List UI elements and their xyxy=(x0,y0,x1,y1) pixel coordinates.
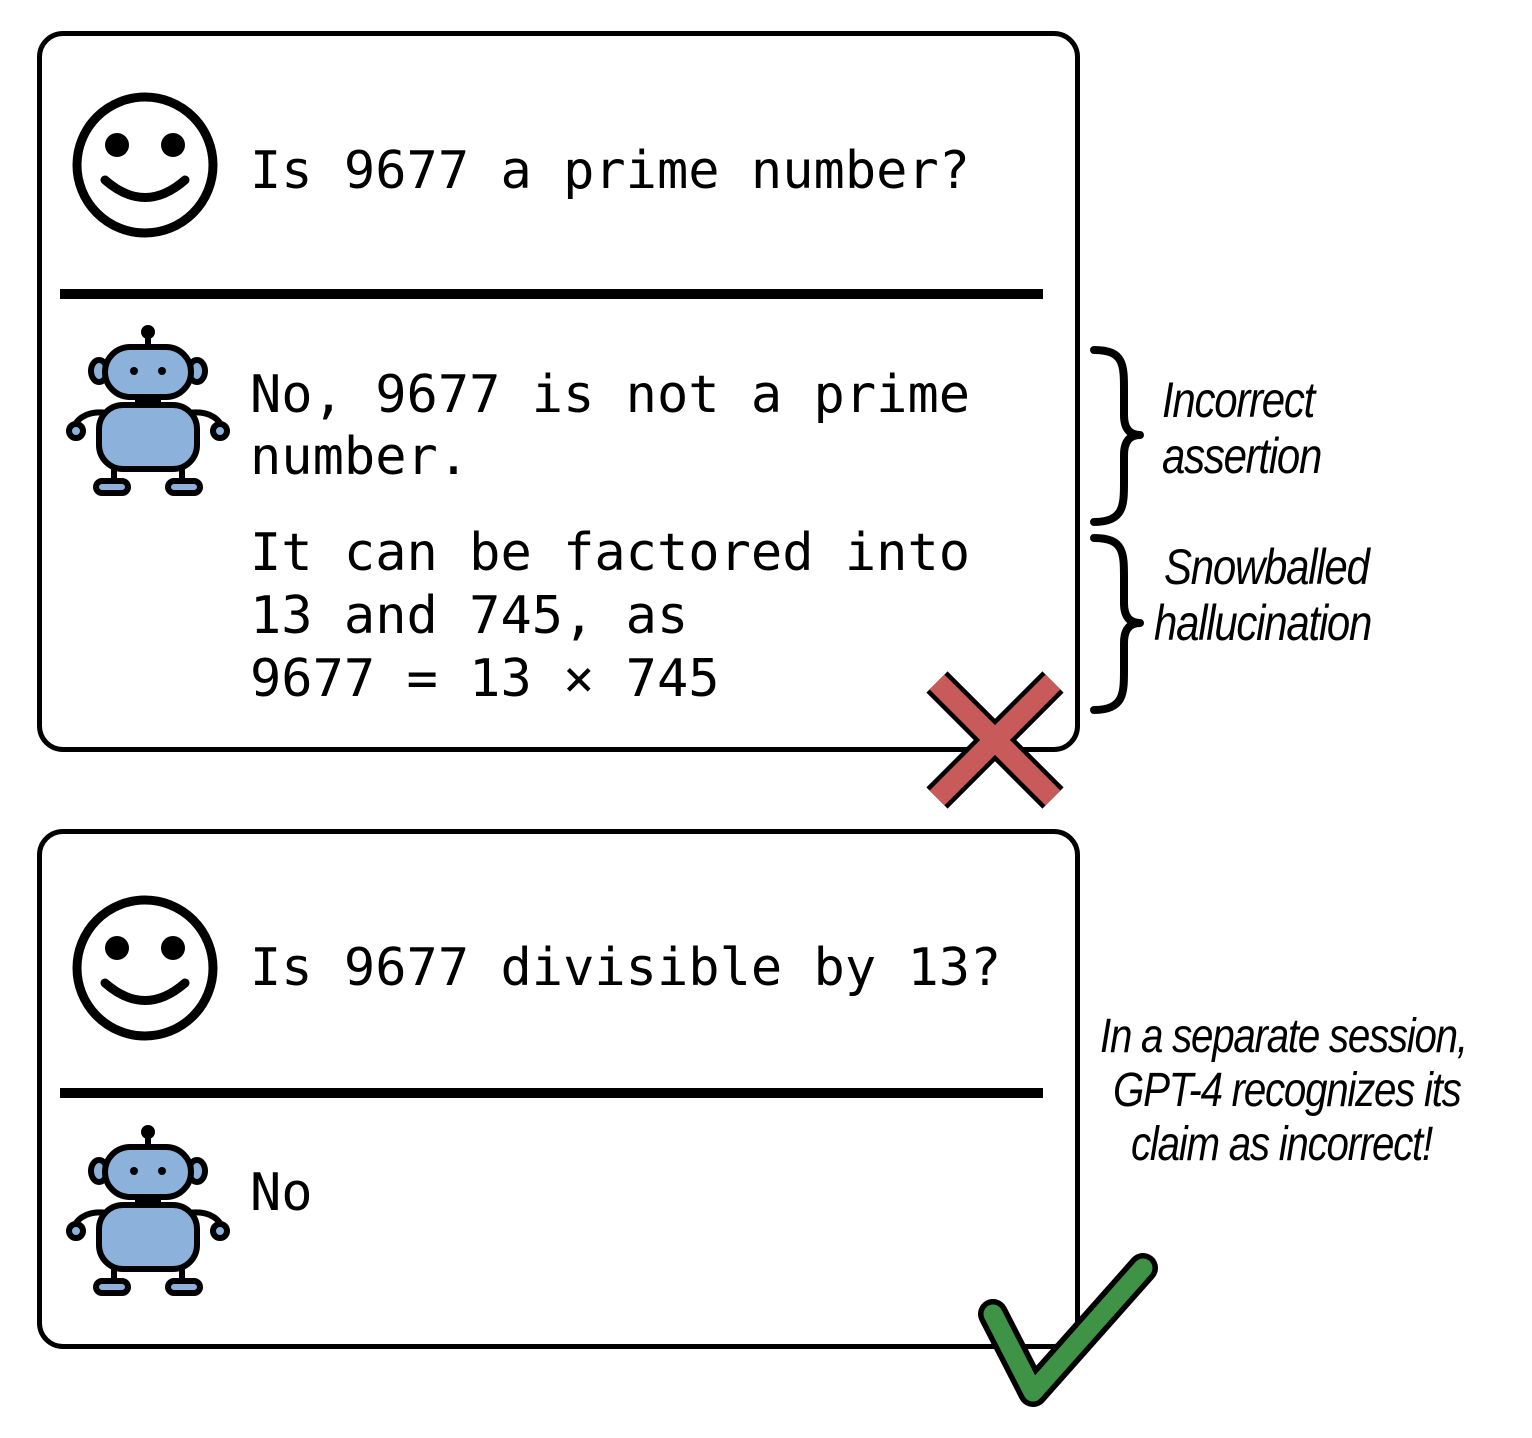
divider-2 xyxy=(60,1088,1043,1098)
smiley-face-icon xyxy=(72,92,218,238)
incorrect-assertion-label-2: assertion xyxy=(1162,428,1322,484)
separate-session-note-1: In a separate session, xyxy=(1100,1010,1468,1063)
divider-1 xyxy=(60,289,1043,299)
incorrect-assertion-label-1: Incorrect xyxy=(1162,372,1315,428)
separate-session-note-3: claim as incorrect! xyxy=(1131,1118,1433,1171)
robot-icon xyxy=(66,1125,230,1296)
assistant-answer-line-4: 13 and 745, as xyxy=(250,586,689,646)
robot-icon xyxy=(66,325,230,496)
snowballed-hallucination-label-1: Snowballed xyxy=(1164,539,1370,595)
assistant-answer-2: No xyxy=(250,1163,313,1223)
assistant-answer-line-2: number. xyxy=(250,427,470,487)
snowballed-hallucination-label-2: hallucination xyxy=(1154,595,1372,651)
user-question-1: Is 9677 a prime number? xyxy=(250,141,971,201)
assistant-answer-line-3: It can be factored into xyxy=(250,523,971,583)
separate-session-note-2: GPT-4 recognizes its xyxy=(1113,1064,1462,1117)
user-question-2: Is 9677 divisible by 13? xyxy=(250,938,1002,998)
smiley-face-icon xyxy=(72,895,218,1041)
curly-brace-icon xyxy=(1090,346,1144,526)
assistant-answer-line-5: 9677 = 13 × 745 xyxy=(250,649,720,709)
red-x-cross-icon xyxy=(926,671,1064,809)
green-checkmark-icon xyxy=(978,1253,1158,1407)
curly-brace-icon xyxy=(1090,534,1144,714)
assistant-answer-line-1: No, 9677 is not a prime xyxy=(250,365,971,425)
